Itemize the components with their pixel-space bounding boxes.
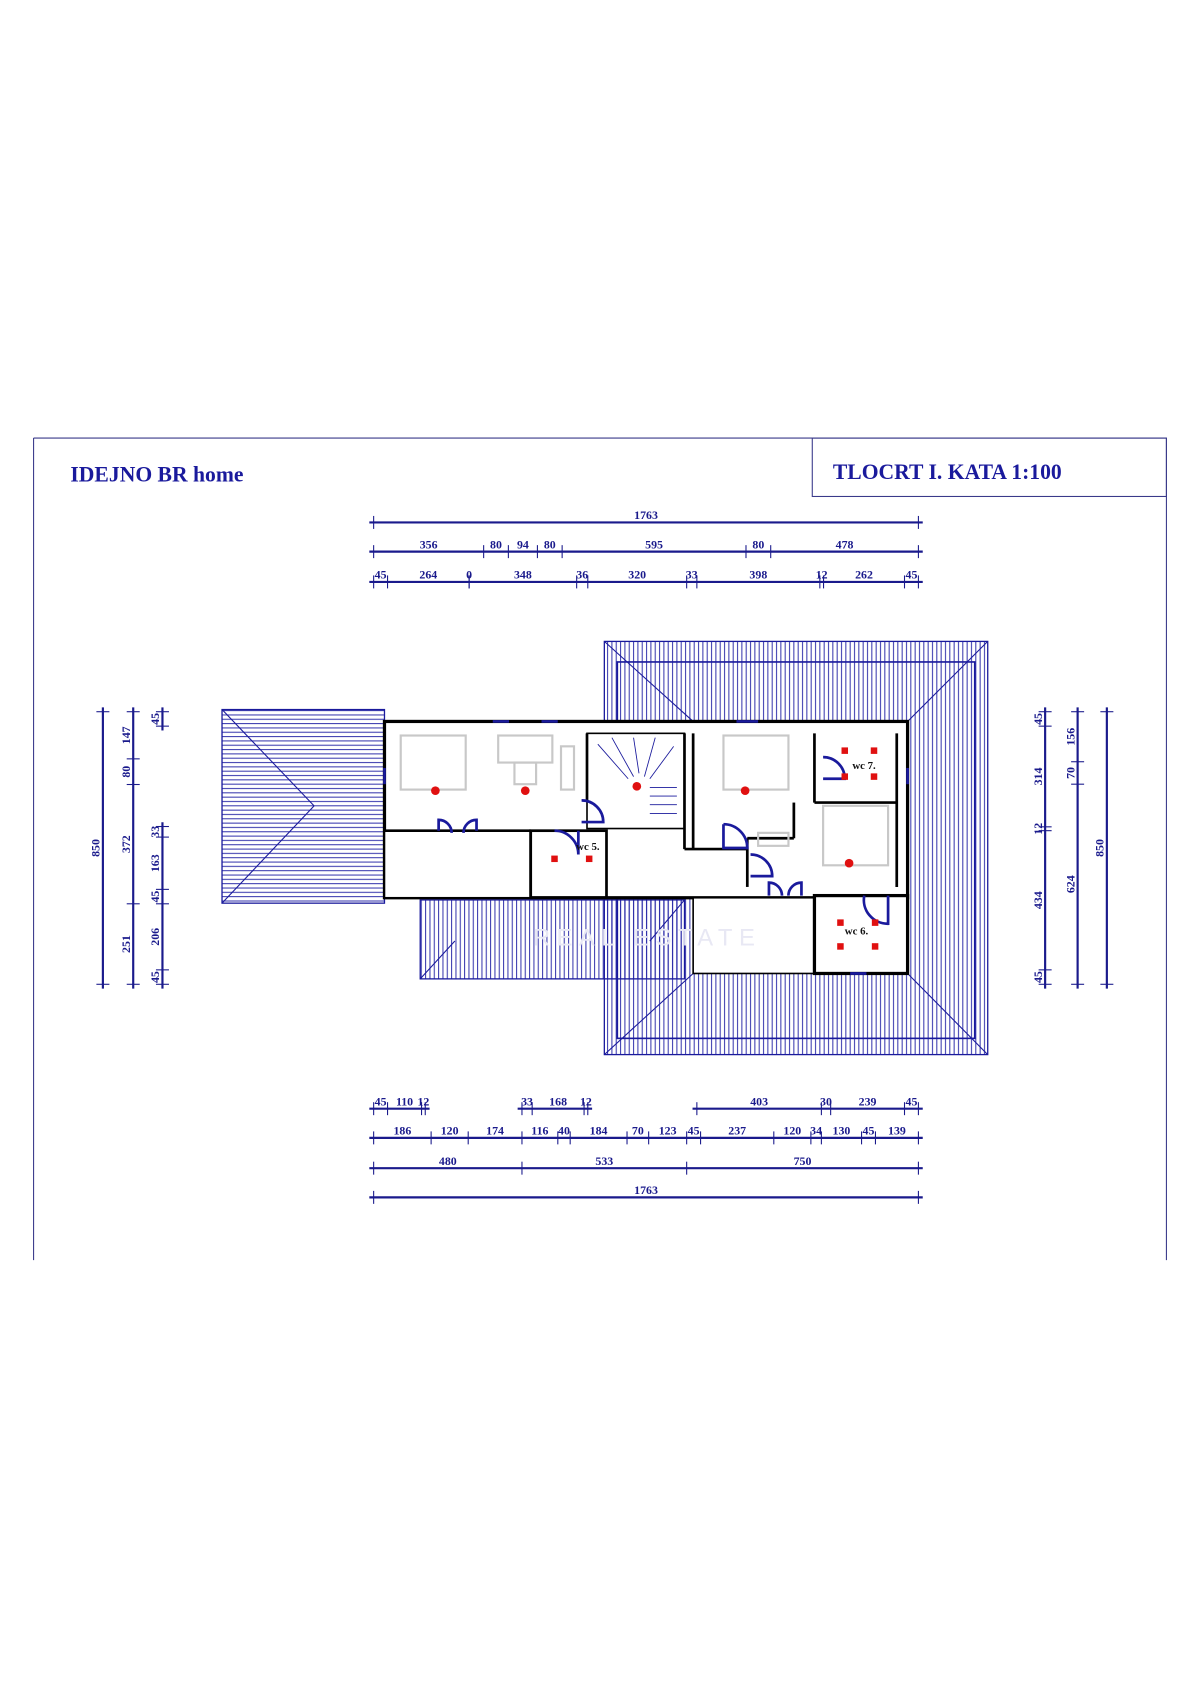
dimension-label: 80 (119, 766, 133, 778)
dimension-label: 80 (752, 537, 764, 551)
dimension-label: 403 (750, 1094, 768, 1108)
dimension-label: 480 (439, 1154, 457, 1168)
dimension-label: 45 (906, 568, 918, 582)
dimension-chains: 1763 356 80 94 80 595 80 478 45 264 0 348 36 320 33 398… (89, 508, 1114, 1204)
dimension-label: 850 (1093, 839, 1107, 857)
red-markers (431, 747, 879, 950)
room-label-wc6: wc 6. (845, 926, 869, 938)
furniture-outlines (399, 734, 890, 867)
dimension-label: 356 (420, 537, 438, 551)
roof-bottom-left (419, 899, 686, 980)
dimension-label: 45 (688, 1124, 700, 1138)
dimension-label: 33 (521, 1094, 533, 1108)
dimension-label: 120 (783, 1124, 801, 1138)
building-walls (382, 719, 910, 976)
dimension-label: 314 (1031, 768, 1045, 786)
dimension-label: 850 (89, 839, 103, 857)
dimension-label: 163 (148, 854, 162, 872)
sheet-frame (33, 437, 1167, 1261)
dimension-label: 750 (794, 1154, 812, 1168)
dimension-label: 110 (396, 1094, 413, 1108)
dimension-label: 398 (749, 568, 767, 582)
dimension-label: 168 (549, 1094, 567, 1108)
dimension-label: 239 (859, 1094, 877, 1108)
dimension-label: 45 (906, 1094, 918, 1108)
dimension-label: 237 (728, 1124, 746, 1138)
dimension-label: 45 (148, 971, 162, 983)
dimension-label: 478 (836, 537, 854, 551)
staircase (597, 737, 677, 814)
room-label-wc5: wc 5. (576, 841, 600, 853)
dimension-label: 123 (659, 1124, 677, 1138)
title-block (811, 437, 1167, 498)
watermark: REAL ESTATE (533, 924, 762, 951)
roof-left (221, 708, 386, 904)
room-label-wc7: wc 7. (852, 760, 876, 772)
dimension-label: 595 (645, 537, 663, 551)
dimension-label: 0 (466, 568, 472, 582)
dimension-label: 94 (517, 537, 529, 551)
dimension-label: 264 (419, 568, 437, 582)
dimension-label: 70 (632, 1124, 644, 1138)
dimension-label: 12 (1031, 823, 1045, 835)
dimension-label: 184 (590, 1124, 608, 1138)
dimension-label: 45 (1031, 971, 1045, 983)
dimension-label: 147 (119, 726, 133, 744)
dimension-label: 624 (1063, 875, 1077, 893)
dimension-label: 12 (417, 1094, 429, 1108)
dimension-label: 206 (148, 928, 162, 946)
dimension-label: 80 (544, 537, 556, 551)
dimension-label: 45 (1031, 713, 1045, 725)
project-title: IDEJNO BR home (70, 462, 244, 486)
dimension-label: 33 (148, 826, 162, 838)
dimension-label: 70 (1063, 767, 1077, 779)
doors (383, 720, 909, 975)
dimension-label: 120 (441, 1124, 459, 1138)
dimension-label: 36 (576, 568, 588, 582)
dimension-label: 33 (686, 568, 698, 582)
dimension-label: 372 (119, 835, 133, 853)
dimension-label: 320 (628, 568, 646, 582)
dimension-label: 40 (558, 1124, 570, 1138)
dimension-label: 1763 (634, 1183, 658, 1197)
dimension-label: 45 (375, 568, 387, 582)
roof-areas (221, 640, 989, 1056)
dimension-label: 186 (393, 1124, 411, 1138)
dimension-label: 45 (148, 713, 162, 725)
dimension-label: 348 (514, 568, 532, 582)
dimension-label: 30 (820, 1094, 832, 1108)
dimension-label: 1763 (634, 508, 658, 522)
dimension-label: 533 (595, 1154, 613, 1168)
dimension-label: 174 (486, 1124, 504, 1138)
dimension-label: 80 (490, 537, 502, 551)
dimension-label: 130 (833, 1124, 851, 1138)
dimension-label: 12 (580, 1094, 592, 1108)
dimension-label: 45 (375, 1094, 387, 1108)
sheet-title: TLOCRT I. KATA 1:100 (833, 460, 1062, 484)
dimension-label: 156 (1063, 728, 1077, 746)
dimension-label: 251 (119, 935, 133, 953)
dimension-label: 139 (888, 1124, 906, 1138)
dimension-label: 116 (531, 1124, 548, 1138)
dimension-label: 262 (855, 568, 873, 582)
dimension-label: 12 (816, 568, 828, 582)
dimension-label: 34 (810, 1124, 822, 1138)
dimension-label: 434 (1031, 891, 1045, 909)
dimension-label: 45 (863, 1124, 875, 1138)
dimension-label: 45 (148, 891, 162, 903)
